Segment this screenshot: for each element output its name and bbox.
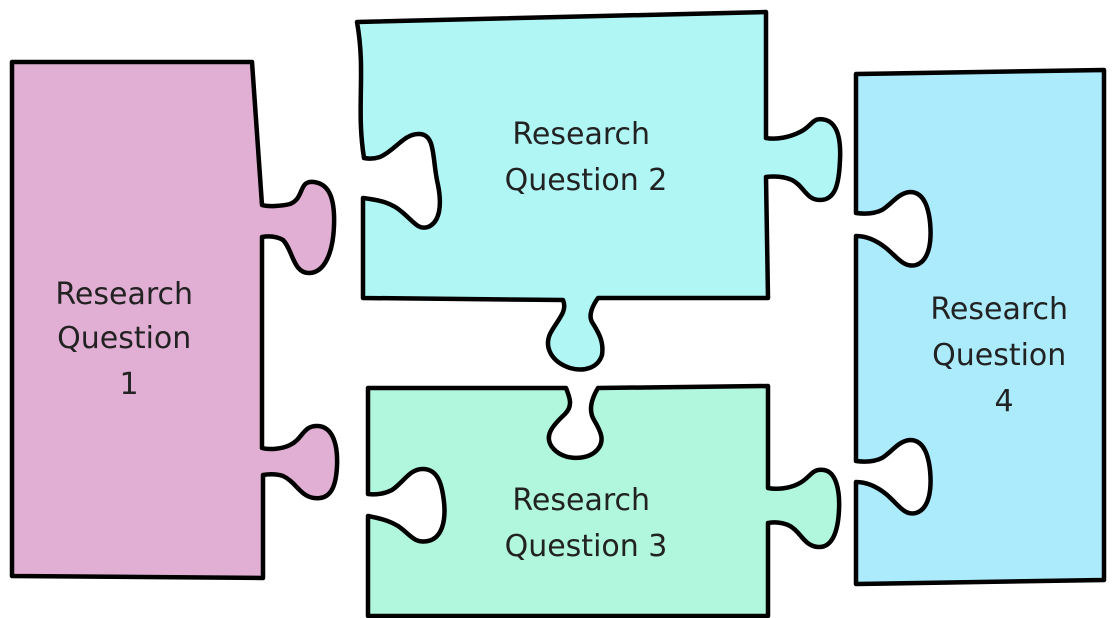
- question-1-label-line-1: Research: [55, 277, 193, 312]
- question-2-label-line-2: Question 2: [505, 163, 668, 198]
- question-2-label-line-1: Research: [512, 117, 650, 152]
- question-1-label: Research Question 1: [55, 277, 202, 402]
- question-3-label-line-1: Research: [512, 483, 650, 518]
- puzzle-piece-question-2: Research Question 2: [354, 9, 843, 372]
- question-4-label-line-1: Research: [930, 292, 1068, 327]
- question-1-label-line-3: 1: [119, 367, 138, 402]
- question-1-label-line-2: Question: [57, 321, 191, 356]
- puzzle-piece-question-1: Research Question 1: [9, 59, 340, 581]
- puzzle-piece-question-3: Research Question 3: [365, 383, 842, 618]
- question-2-label: Research Question 2: [505, 117, 668, 198]
- question-4-label-line-3: 4: [994, 384, 1013, 419]
- puzzle-piece-3-shape: [365, 383, 842, 618]
- puzzle-piece-1-shape: [9, 59, 340, 581]
- puzzle-piece-2-shape: [354, 9, 843, 372]
- question-4-label: Research Question 4: [930, 292, 1077, 419]
- puzzle-piece-4-shape: [853, 67, 1107, 587]
- question-4-label-line-2: Question: [932, 338, 1066, 373]
- question-3-label: Research Question 3: [505, 483, 668, 564]
- puzzle-piece-question-4: Research Question 4: [853, 67, 1107, 587]
- question-3-label-line-2: Question 3: [505, 529, 668, 564]
